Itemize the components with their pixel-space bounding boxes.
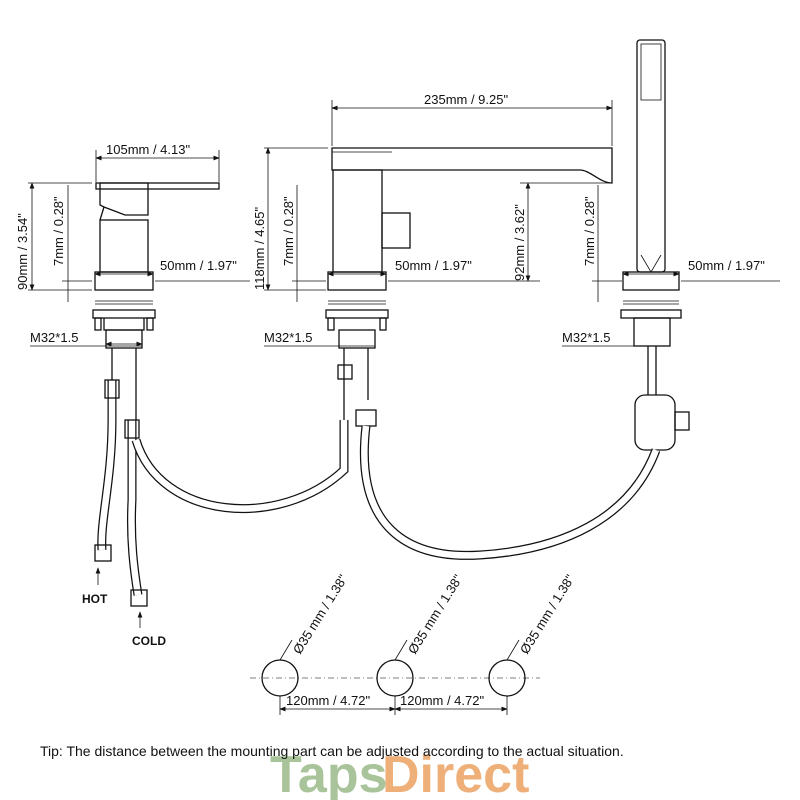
hole-spacing-2: 120mm / 4.72": [400, 693, 484, 708]
hole-spacing-1: 120mm / 4.72": [286, 693, 370, 708]
hot-label: HOT: [82, 592, 108, 606]
dim-base-mid: 50mm / 1.97": [395, 258, 472, 273]
thread-left: M32*1.5: [30, 330, 78, 345]
thread-right: M32*1.5: [562, 330, 610, 345]
dim-spout-length: 235mm / 9.25": [424, 92, 508, 107]
hole-diameter-3: Ø35 mm / 1.38": [517, 571, 578, 656]
handshower-drawing: [620, 39, 690, 451]
dim-base-right: 50mm / 1.97": [688, 258, 765, 273]
dim-mixer-height: 90mm / 3.54": [15, 213, 30, 290]
hoses: HOT COLD: [82, 379, 661, 648]
dim-deck-left: 7mm / 0.28": [51, 196, 66, 266]
dim-spout-outlet-height: 92mm / 3.62": [512, 204, 527, 281]
watermark-logo: Taps Direct: [270, 746, 529, 800]
hole-diameter-2: Ø35 mm / 1.38": [405, 571, 466, 656]
dim-base-left: 50mm / 1.97": [160, 258, 237, 273]
watermark-taps: Taps: [270, 746, 388, 800]
basin-mixer-dimensions: 105mm / 4.13" 90mm / 3.54" 7mm / 0.28" 5…: [15, 142, 250, 347]
dim-spout-height: 118mm / 4.65": [252, 206, 267, 290]
spout-drawing: [325, 147, 613, 427]
hole-diameter-1: Ø35 mm / 1.38": [290, 571, 351, 656]
spout-dimensions: 235mm / 9.25" 118mm / 4.65" 7mm / 0.28" …: [252, 92, 613, 347]
tip-text: Tip: The distance between the mounting p…: [40, 743, 624, 759]
watermark-direct: Direct: [382, 746, 529, 800]
dim-deck-mid: 7mm / 0.28": [281, 196, 296, 266]
handshower-dimensions: 7mm / 0.28" 50mm / 1.97" M32*1.5: [562, 185, 780, 347]
thread-mid: M32*1.5: [264, 330, 312, 345]
mounting-holes: Ø35 mm / 1.38" Ø35 mm / 1.38" Ø35 mm / 1…: [250, 571, 578, 715]
dim-deck-right: 7mm / 0.28": [582, 196, 597, 266]
cold-label: COLD: [132, 634, 166, 648]
dim-lever-width: 105mm / 4.13": [106, 142, 190, 157]
